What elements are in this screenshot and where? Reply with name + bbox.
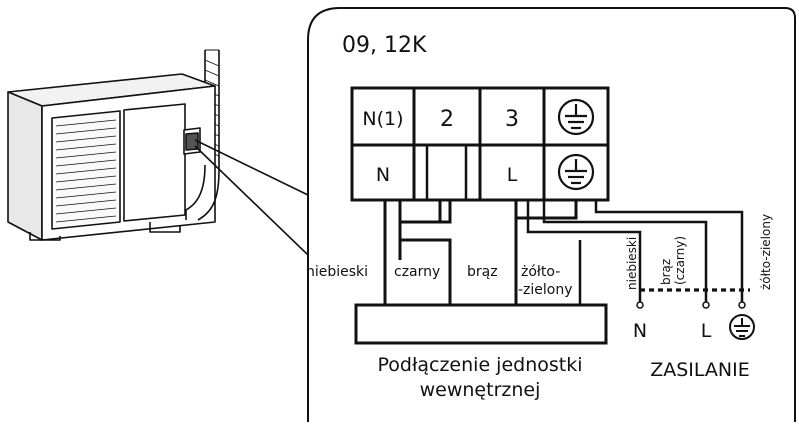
earth-ground-icon: [557, 98, 595, 136]
earth-ground-icon: [557, 153, 595, 191]
terminal-top-3: 3: [505, 107, 519, 132]
supply-caption: ZASILANIE: [650, 359, 750, 381]
wire-label-yellow-green-1: żółto-: [521, 264, 560, 280]
terminal-bottom-n: N: [376, 164, 390, 186]
supply-wire-brown-1: brąz: [659, 259, 673, 285]
indoor-caption-line2: wewnętrznej: [420, 379, 541, 401]
supply-terminal-dot: [702, 301, 710, 309]
supply-terminal-dot: [738, 301, 746, 309]
terminal-top-2: 2: [440, 107, 454, 132]
wire-label-blue: niebieski: [306, 264, 368, 280]
supply-wire-brown-2: (czarny): [673, 236, 687, 285]
earth-ground-icon: [729, 314, 755, 340]
wire-label-brown: brąz: [467, 264, 498, 280]
wire-label-yellow-green-2: -zielony: [518, 282, 573, 298]
supply-terminal-dot: [636, 301, 644, 309]
indoor-caption-line1: Podłączenie jednostki: [378, 354, 583, 376]
supply-terminal-n: N: [633, 320, 647, 342]
supply-wire-blue: niebieski: [625, 237, 639, 290]
terminal-top-1: N(1): [362, 108, 403, 130]
terminal-block: [350, 86, 610, 202]
indoor-unit-block: [354, 303, 608, 345]
indoor-wire-dividers: [383, 240, 582, 305]
terminal-bottom-l: L: [507, 164, 518, 186]
zoom-lines: [194, 139, 309, 256]
wire-label-black: czarny: [394, 264, 440, 280]
outdoor-unit-illustration: [7, 49, 220, 241]
supply-wires: [526, 200, 744, 305]
model-label: 09, 12K: [342, 33, 427, 58]
supply-wire-yellow-green: żółto-zielony: [759, 214, 773, 290]
supply-terminal-l: L: [701, 320, 712, 342]
zoom-panel-frame: [307, 7, 796, 422]
